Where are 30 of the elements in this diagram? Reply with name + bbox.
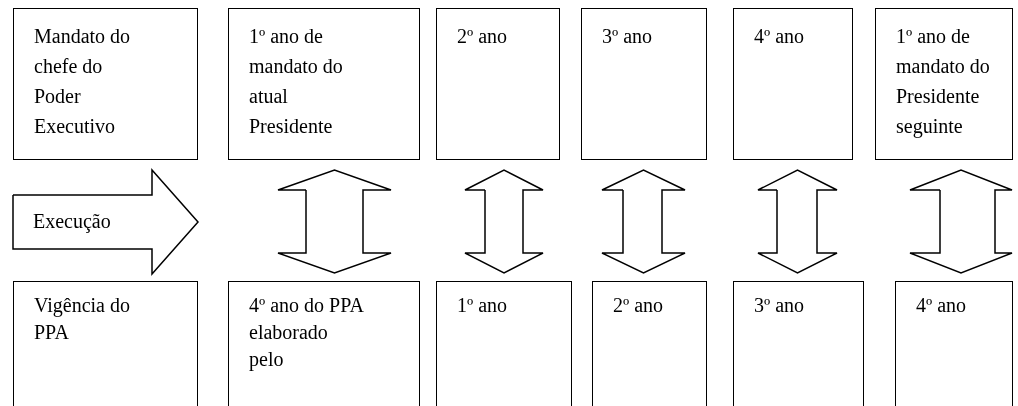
box-text: Vigência do PPA: [34, 293, 131, 345]
box-text: 1º ano: [457, 293, 509, 318]
text-box: [733, 281, 864, 406]
box-text: 1º ano de mandato do atual Presidente: [249, 24, 344, 139]
text-box: [228, 281, 420, 406]
text-box: [436, 8, 560, 160]
double-block-arrow: [464, 169, 544, 274]
box-text: 4º ano: [754, 24, 806, 49]
double-block-arrow: [277, 169, 392, 274]
box-text: Mandato do chefe do Poder Executivo: [34, 24, 132, 139]
text-box: [13, 281, 198, 406]
double-block-arrow: [909, 169, 1013, 274]
double-block-arrow: [601, 169, 686, 274]
box-text: 2º ano: [457, 24, 509, 49]
text-box: [895, 281, 1013, 406]
box-text: 4º ano do PPA elaborado pelo: [249, 293, 365, 373]
text-box: [592, 281, 707, 406]
box-text: 2º ano: [613, 293, 665, 318]
box-text: 3º ano: [754, 293, 806, 318]
box-text: 4º ano: [916, 293, 968, 318]
box-text: 3º ano: [602, 24, 654, 49]
text-box: [733, 8, 853, 160]
text-box: [13, 8, 198, 160]
text-box: [581, 8, 707, 160]
box-text: Execução: [33, 209, 112, 235]
text-box: [228, 8, 420, 160]
text-box: [436, 281, 572, 406]
text-box: [875, 8, 1013, 160]
double-block-arrow: [757, 169, 838, 274]
box-text: 1º ano de mandato do Presidente seguinte: [896, 24, 991, 140]
